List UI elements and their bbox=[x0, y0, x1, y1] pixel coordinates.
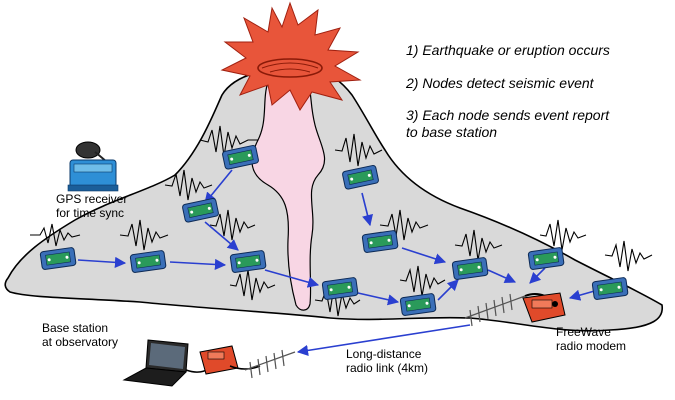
magma-conduit bbox=[251, 81, 326, 311]
crater-rim bbox=[257, 58, 323, 78]
sensor-node bbox=[591, 277, 629, 300]
sensor-node bbox=[182, 197, 219, 223]
route-arrow bbox=[529, 267, 546, 284]
gps-label-line-2: for time sync bbox=[56, 206, 125, 220]
waveform bbox=[30, 223, 81, 247]
sensor-nodes bbox=[39, 144, 629, 316]
route-arrow bbox=[357, 292, 400, 306]
gps-receiver-icon bbox=[67, 141, 119, 192]
step-3-text: 3) Each node sends event report bbox=[406, 107, 610, 123]
waveform bbox=[164, 169, 213, 201]
sensor-node bbox=[361, 230, 399, 253]
step-1-text: 1) Earthquake or eruption occurs bbox=[406, 42, 610, 58]
waveform bbox=[334, 133, 383, 167]
route-arrow bbox=[169, 258, 227, 271]
base-station-label-line-1: Base station bbox=[42, 321, 109, 335]
route-arrow bbox=[77, 256, 127, 268]
base-yagi-antenna-icon bbox=[244, 349, 296, 379]
route-arrow bbox=[204, 169, 233, 204]
sensor-node bbox=[321, 277, 359, 300]
route-arrow bbox=[361, 192, 373, 227]
step-2-text: 2) Nodes detect seismic event bbox=[406, 75, 594, 91]
eruption-burst bbox=[220, 1, 362, 111]
sensor-node bbox=[342, 164, 379, 190]
sensor-node bbox=[222, 144, 259, 170]
volcano-mountain bbox=[4, 67, 664, 332]
gps-label-line-1: GPS receiver bbox=[56, 192, 128, 206]
sensor-node bbox=[451, 257, 489, 280]
step-3-continuation-text: to base station bbox=[406, 124, 498, 140]
waveform bbox=[229, 269, 276, 301]
sensor-node bbox=[39, 247, 77, 270]
waveform bbox=[199, 125, 258, 157]
base-station-label-line-2: at observatory bbox=[42, 335, 119, 349]
radio-link-arrow bbox=[296, 324, 471, 356]
sensor-node bbox=[229, 250, 267, 273]
sensor-node bbox=[129, 250, 167, 273]
route-arrow bbox=[487, 269, 517, 284]
waveform bbox=[604, 240, 653, 272]
freewave-modem-icon bbox=[522, 292, 566, 323]
modem-label-line-2: radio modem bbox=[556, 339, 627, 353]
route-arrow bbox=[437, 279, 459, 301]
radio-link-label-line-1: Long-distance bbox=[346, 347, 422, 361]
waveform bbox=[119, 219, 169, 251]
routing-arrows bbox=[77, 169, 599, 356]
base-antenna-cable bbox=[229, 365, 261, 370]
route-arrow bbox=[204, 221, 239, 251]
seismic-waveforms bbox=[30, 125, 653, 317]
crater-lines bbox=[261, 62, 319, 73]
yagi-antenna-icon bbox=[464, 293, 526, 327]
sensor-node bbox=[399, 293, 437, 316]
laptop-icon bbox=[122, 339, 189, 387]
sensor-node bbox=[527, 247, 565, 270]
route-arrow bbox=[401, 247, 447, 265]
waveform bbox=[379, 209, 429, 241]
base-modem-icon bbox=[199, 345, 239, 375]
modem-label-line-1: FreeWave bbox=[556, 325, 611, 339]
route-arrow bbox=[264, 269, 320, 288]
radio-link-label-line-2: radio link (4km) bbox=[346, 361, 429, 375]
